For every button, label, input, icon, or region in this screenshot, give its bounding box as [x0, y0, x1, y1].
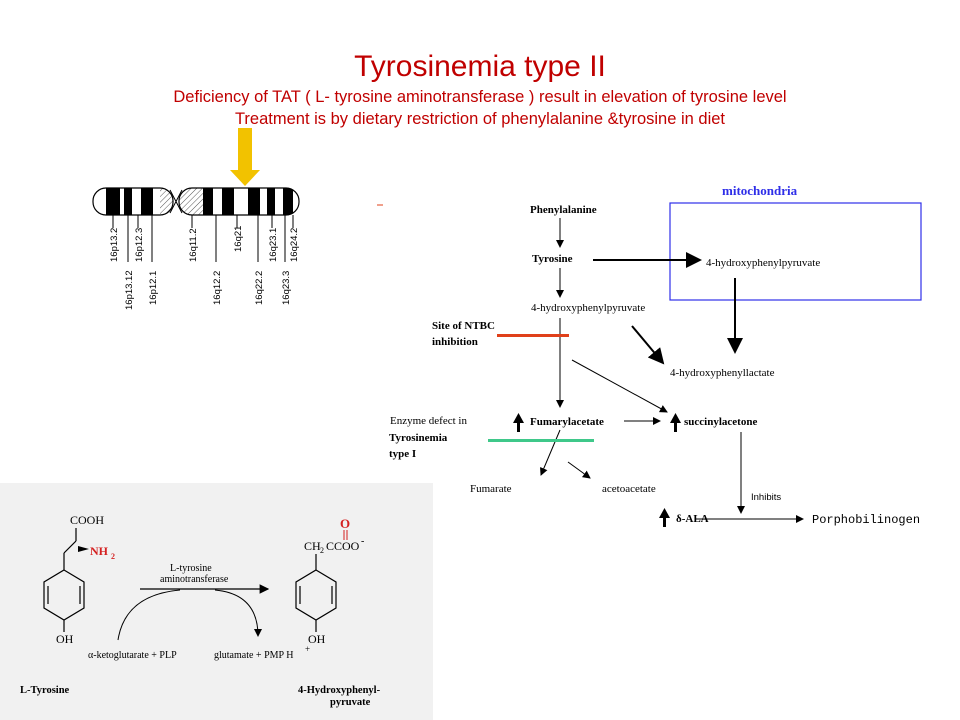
band-16q22-2: 16q22.2 — [254, 271, 265, 305]
subtitle-treatment: Treatment is by dietary restriction of p… — [234, 110, 726, 128]
hpp-name-2: pyruvate — [330, 697, 371, 708]
band-16p13-2: 16p13.2 — [109, 228, 120, 262]
nh2-label: NH — [90, 544, 109, 558]
band-16q12-2: 16q12.2 — [212, 271, 223, 305]
hpp-mito-label: 4-hydroxyphenylpyruvate — [706, 257, 820, 269]
phenylalanine-label: Phenylalanine — [530, 204, 597, 216]
band-16p13-12: 16p13.12 — [124, 270, 135, 310]
porphobilinogen-label: Porphobilinogen — [812, 513, 920, 527]
slide-title: Tyrosinemia type II — [354, 50, 606, 83]
mitochondria-box — [669, 202, 922, 301]
enzyme-defect-label-3: type I — [389, 448, 416, 460]
enzyme-name-2: aminotransferase — [160, 574, 229, 585]
oh-right-label: OH — [308, 632, 326, 646]
ccoo-label: CCOO — [326, 539, 360, 553]
proton-plus: + — [305, 644, 310, 654]
band-16q11-2: 16q11.2 — [188, 228, 199, 262]
band-16q23-3: 16q23.3 — [281, 271, 292, 305]
ala-label: δ-ALA — [676, 513, 709, 525]
hpp-label: 4-hydroxyphenylpyruvate — [531, 302, 645, 314]
inhibits-label: Inhibits — [751, 492, 781, 503]
tyrosine-label: Tyrosine — [532, 253, 573, 265]
enzyme-defect-label-1: Enzyme defect in — [390, 415, 467, 427]
ntbc-inhibition-bar — [497, 334, 569, 337]
succinylacetone-label: succinylacetone — [684, 416, 757, 428]
band-16p12-1: 16p12.1 — [148, 271, 159, 305]
mitochondria-label: mitochondria — [722, 183, 798, 198]
ch2-subscript: 2 — [320, 546, 324, 555]
cooh-label: COOH — [70, 513, 104, 527]
keto-o-label: O — [340, 516, 350, 531]
acetoacetate-label: acetoacetate — [602, 483, 656, 495]
band-16p12-3: 16p12.3 — [134, 228, 145, 262]
ntbc-label-2: inhibition — [432, 336, 478, 348]
charge-label: - — [361, 536, 364, 547]
nh2-subscript: 2 — [111, 552, 115, 561]
locus-arrow-shaft — [238, 128, 252, 172]
cofactor-right: glutamate + PMP H — [214, 650, 293, 661]
subtitle-deficiency: Deficiency of TAT ( L- tyrosine aminotra… — [173, 88, 787, 106]
band-16q24-2: 16q24.2 — [289, 228, 300, 262]
cofactor-left: α-ketoglutarate + PLP — [88, 650, 177, 661]
enzyme-defect-bar — [488, 439, 594, 442]
fumarylacetate-label: Fumarylacetate — [530, 416, 604, 428]
fumarate-label: Fumarate — [470, 483, 512, 495]
l-tyrosine-name: L-Tyrosine — [20, 685, 70, 696]
locus-arrow-head — [230, 170, 260, 186]
enzyme-name-1: L-tyrosine — [170, 563, 212, 574]
hpl-label: 4-hydroxyphenyllactate — [670, 367, 775, 379]
enzyme-defect-label-2: Tyrosinemia — [389, 432, 448, 444]
hpp-name-1: 4-Hydroxyphenyl- — [298, 685, 381, 696]
ntbc-label-1: Site of NTBC — [432, 320, 495, 332]
oh-left-label: OH — [56, 632, 74, 646]
band-16q21: 16q21 — [233, 226, 244, 252]
ch2-label: CH — [304, 539, 321, 553]
band-16q23-1: 16q23.1 — [268, 228, 279, 262]
